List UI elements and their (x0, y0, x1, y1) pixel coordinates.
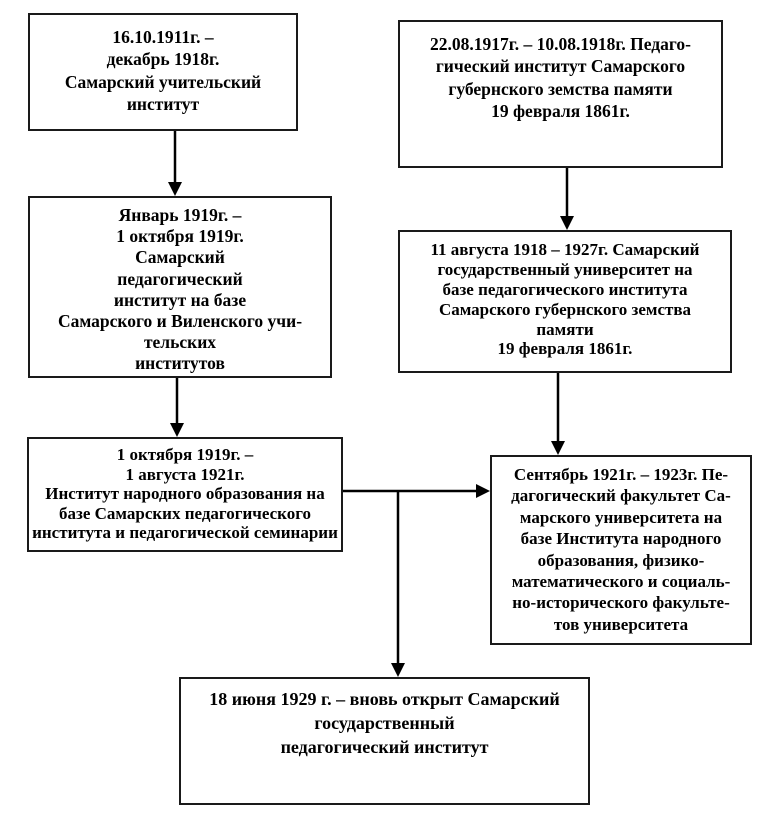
box-reopened-pedagogical-institute-1929: 18 июня 1929 г. – вновь открыт Самарский… (179, 677, 590, 805)
box-pedagogical-faculty-1921-text: Сентябрь 1921г. – 1923г. Пе- дагогически… (511, 465, 731, 634)
box-institute-public-education-1919-text: 1 октября 1919г. – 1 августа 1921г. Инст… (32, 445, 338, 543)
box-institute-public-education-1919: 1 октября 1919г. – 1 августа 1921г. Инст… (27, 437, 343, 552)
box-reopened-pedagogical-institute-1929-text: 18 июня 1929 г. – вновь открыт Самарский… (209, 689, 560, 757)
box-samara-state-university-1918-text: 11 августа 1918 – 1927г. Самарский госуд… (430, 240, 700, 359)
box-zemstvo-pedagogical-institute-1917-text: 22.08.1917г. – 10.08.1918г. Педаго- гиче… (430, 34, 691, 122)
box-teachers-institute-1911-text: 16.10.1911г. – декабрь 1918г. Самарский … (64, 27, 262, 115)
arrow-public-education-to-pedagogical-faculty (343, 484, 490, 498)
arrow-pedagogical-institute-to-public-education (170, 378, 184, 437)
box-samara-pedagogical-institute-1919: Январь 1919г. – 1 октября 1919г. Самарск… (28, 196, 332, 378)
arrow-teachers-institute-to-pedagogical-institute (168, 131, 182, 196)
arrow-zemstvo-institute-to-state-university (560, 168, 574, 230)
box-pedagogical-faculty-1921: Сентябрь 1921г. – 1923г. Пе- дагогически… (490, 455, 752, 645)
box-samara-state-university-1918: 11 августа 1918 – 1927г. Самарский госуд… (398, 230, 732, 373)
box-zemstvo-pedagogical-institute-1917: 22.08.1917г. – 10.08.1918г. Педаго- гиче… (398, 20, 723, 168)
arrow-state-university-to-pedagogical-faculty (551, 373, 565, 455)
arrow-branch-to-reopened-institute (391, 491, 405, 677)
box-samara-pedagogical-institute-1919-text: Январь 1919г. – 1 октября 1919г. Самарск… (57, 205, 303, 374)
box-teachers-institute-1911: 16.10.1911г. – декабрь 1918г. Самарский … (28, 13, 298, 131)
